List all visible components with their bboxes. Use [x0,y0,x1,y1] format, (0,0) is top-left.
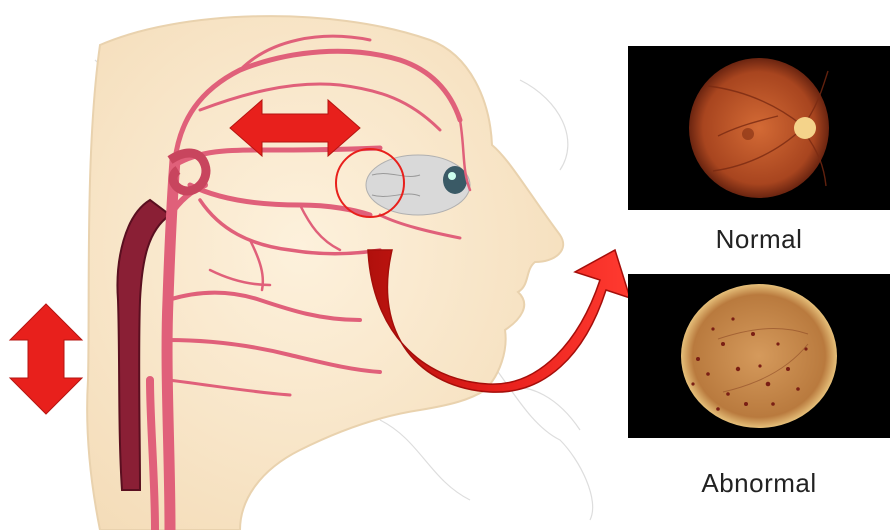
normal-fundus-photo [628,46,890,210]
abnormal-fundus-image [628,274,890,438]
eye [366,155,470,215]
abnormal-caption: Abnormal [628,468,890,499]
head-silhouette [87,16,563,530]
normal-fundus-image [628,46,890,210]
normal-caption: Normal [628,224,890,255]
double-arrow-vertical-icon [10,304,82,414]
abnormal-fundus-photo [628,274,890,438]
